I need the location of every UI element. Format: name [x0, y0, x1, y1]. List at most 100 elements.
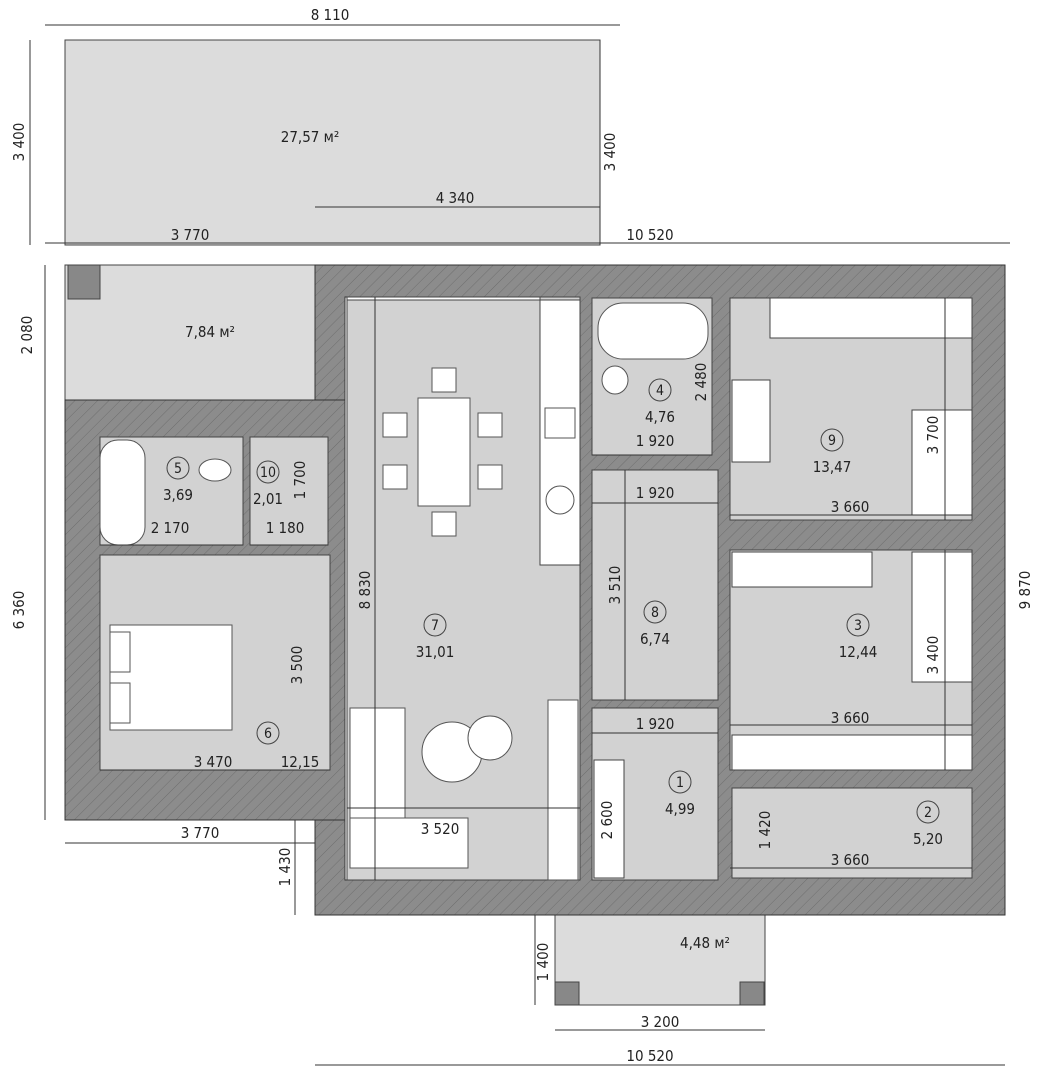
dimension-label: 2 480	[692, 363, 710, 402]
dimension-label: 1 920	[636, 484, 675, 502]
dimension-label: 3 660	[831, 851, 870, 869]
room-number: 3	[854, 618, 862, 634]
dimension-label: 3 500	[288, 646, 306, 685]
dimension-label: 2 080	[18, 316, 36, 355]
room-number: 7	[431, 618, 439, 634]
room-number: 2	[924, 805, 932, 821]
room-number: 1	[676, 775, 684, 791]
room-area: 3,69	[163, 486, 193, 504]
room-number-circle	[668, 770, 692, 794]
coffee-table	[467, 715, 513, 761]
porch-post	[739, 981, 765, 1006]
toilet	[601, 365, 629, 395]
desk-room-9	[769, 297, 973, 339]
dimension-label: 1 920	[636, 715, 675, 733]
room-number: 5	[174, 461, 182, 477]
chair	[477, 464, 503, 490]
pillow	[109, 682, 131, 724]
room-area: 12,15	[281, 753, 320, 771]
dimension-label: 6 360	[10, 591, 28, 630]
bed-room-9	[911, 409, 973, 516]
dimension-label: 2 600	[598, 801, 616, 840]
dimension-label: 3 400	[924, 636, 942, 675]
room-number-circle	[648, 378, 672, 402]
room-area: 5,20	[913, 830, 943, 848]
sink	[544, 407, 576, 439]
dimension-lines	[29, 24, 1010, 1066]
room-number: 6	[264, 726, 272, 742]
dimension-label: 4 340	[436, 189, 475, 207]
dimension-label: 3 510	[606, 566, 624, 605]
chair	[477, 412, 503, 438]
terrace-area: 27,57 м²	[281, 128, 340, 146]
bathtub	[99, 439, 146, 546]
dimension-label: 3 660	[831, 709, 870, 727]
room-area: 4,76	[645, 408, 675, 426]
bathtub	[597, 302, 709, 360]
room-area: 4,99	[665, 800, 695, 818]
dimension-label: 2 170	[151, 519, 190, 537]
dimension-label: 8 830	[356, 571, 374, 610]
room-area: 13,47	[813, 458, 852, 476]
dimension-label: 1 400	[534, 943, 552, 982]
room-10	[249, 436, 329, 546]
pillow	[109, 631, 131, 673]
dimension-label: 3 770	[181, 824, 220, 842]
porch-post	[554, 981, 580, 1006]
dimension-label: 3 400	[10, 123, 28, 162]
window-strip	[346, 296, 541, 301]
chair	[431, 367, 457, 393]
room-number-circle	[643, 600, 667, 624]
dimension-label: 3 520	[421, 820, 460, 838]
toilet	[198, 458, 232, 482]
rear-terrace	[64, 39, 601, 246]
room-area: 12,44	[839, 643, 878, 661]
dimension-label: 3 200	[641, 1013, 680, 1031]
room-number: 9	[828, 433, 836, 449]
stove	[545, 485, 575, 515]
dimension-label: 1 920	[636, 432, 675, 450]
dimension-label: 8 110	[311, 6, 350, 24]
chair	[382, 412, 408, 438]
room-2	[731, 787, 973, 879]
bed-room-3	[911, 551, 973, 683]
room-area: 2,01	[253, 490, 283, 508]
sofa	[349, 817, 469, 869]
dimension-label: 3 660	[831, 498, 870, 516]
room-number-circle	[423, 613, 447, 637]
wardrobe-room-9	[731, 379, 771, 463]
room-number-circle	[166, 456, 190, 480]
dimension-label: 1 700	[291, 461, 309, 500]
room-8-hall	[591, 469, 719, 701]
side-porch	[64, 264, 316, 401]
wardrobe-room-1	[593, 759, 625, 879]
dimension-label: 3 470	[194, 753, 233, 771]
terrace-area: 7,84 м²	[185, 323, 235, 341]
dimension-label: 3 770	[171, 226, 210, 244]
dining-table	[417, 397, 471, 507]
dimension-label: 1 180	[266, 519, 305, 537]
dimension-label: 9 870	[1016, 571, 1034, 610]
room-number: 4	[656, 383, 664, 399]
dimension-label: 3 400	[601, 133, 619, 172]
porch-post	[67, 264, 101, 300]
front-porch	[554, 914, 766, 1006]
chair	[382, 464, 408, 490]
room-area: 6,74	[640, 630, 670, 648]
room-number-circle	[820, 428, 844, 452]
room-number-circle	[256, 460, 280, 484]
dimension-label: 1 430	[276, 848, 294, 887]
room-number-circle	[846, 613, 870, 637]
dimension-label: 10 520	[626, 226, 673, 244]
room-number-circle	[916, 800, 940, 824]
room-number: 10	[260, 465, 276, 481]
chair	[431, 511, 457, 537]
room-number-circle	[256, 721, 280, 745]
dimension-label: 10 520	[626, 1047, 673, 1065]
room-area: 31,01	[416, 643, 455, 661]
room-number: 8	[651, 605, 659, 621]
wardrobe-room-3	[731, 551, 873, 588]
dimension-label: 3 700	[924, 416, 942, 455]
terrace-area: 4,48 м²	[680, 934, 730, 952]
